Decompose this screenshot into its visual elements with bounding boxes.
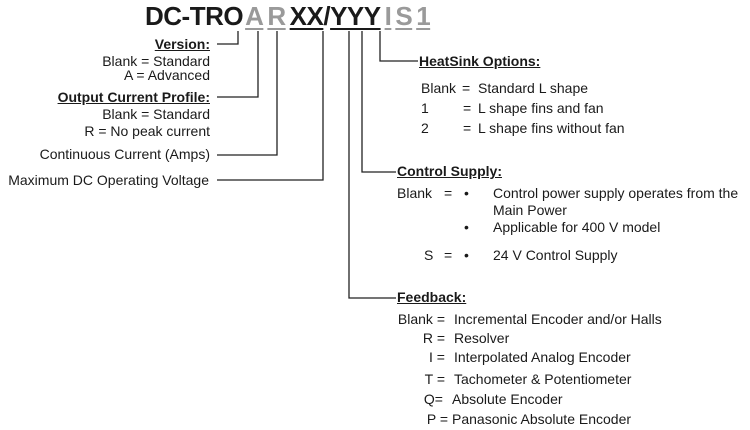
output-profile-line: Blank = Standard <box>102 106 210 122</box>
feedback-key: Blank = <box>397 311 445 327</box>
heatsink-eq: = <box>463 100 472 116</box>
control-blank-eq: = <box>444 185 453 201</box>
feedback-connector <box>348 31 396 299</box>
feedback-desc: Incremental Encoder and/or Halls <box>454 311 662 327</box>
code-continuous-current: XX <box>289 1 324 31</box>
continuous-current-label: Continuous Current (Amps) <box>39 146 210 162</box>
feedback-key: Q= <box>423 391 443 407</box>
version-connector <box>217 31 239 45</box>
feedback-key: R = <box>422 330 445 346</box>
control-blank-item: Applicable for 400 V model <box>493 219 661 235</box>
feedback-desc: Absolute Encoder <box>452 391 563 407</box>
bullet-icon: • <box>464 247 469 263</box>
code-heatsink: 1 <box>416 1 431 31</box>
control-supply-connector <box>361 31 396 173</box>
code-output-profile: R <box>267 1 286 31</box>
feedback-key: I = <box>429 349 445 365</box>
heatsink-key: 1 <box>421 100 429 116</box>
output-profile-title: Output Current Profile: <box>57 89 210 105</box>
feedback-desc: Resolver <box>454 330 510 346</box>
control-s-eq: = <box>444 247 453 263</box>
heatsink-eq: = <box>462 80 471 96</box>
continuous-current-connector <box>217 31 278 156</box>
control-blank-key: Blank <box>397 185 433 201</box>
heatsink-key: Blank <box>421 80 457 96</box>
feedback-desc: Tachometer & Potentiometer <box>454 371 632 387</box>
heatsink-desc: L shape fins and fan <box>478 100 604 116</box>
feedback-title: Feedback: <box>397 289 467 305</box>
code-feedback: I <box>384 1 392 31</box>
feedback-key: P = <box>426 411 448 427</box>
code-prefix: DC-TRO <box>145 1 244 31</box>
voltage-connector <box>217 31 324 181</box>
bullet-icon: • <box>464 185 469 201</box>
control-s-key: S <box>424 247 434 263</box>
heatsink-key: 2 <box>421 120 429 136</box>
code-slash: / <box>323 1 331 31</box>
feedback-desc: Panasonic Absolute Encoder <box>452 411 632 427</box>
heatsink-desc: L shape fins without fan <box>478 120 625 136</box>
heatsink-title: HeatSink Options: <box>419 53 541 69</box>
output-profile-line: R = No peak current <box>84 123 210 139</box>
control-blank-item: Control power supply operates from the <box>493 185 739 201</box>
control-supply-title: Control Supply: <box>397 163 502 179</box>
heatsink-connector <box>379 31 418 62</box>
version-line: A = Advanced <box>123 67 210 83</box>
max-voltage-label: Maximum DC Operating Voltage <box>8 172 209 188</box>
control-s-item: 24 V Control Supply <box>493 247 618 263</box>
heatsink-desc: Standard L shape <box>478 80 589 96</box>
code-voltage: YYY <box>330 1 381 31</box>
code-version: A <box>245 1 264 31</box>
version-title: Version: <box>154 36 210 52</box>
feedback-desc: Interpolated Analog Encoder <box>454 349 631 365</box>
code-control-supply: S <box>395 1 413 31</box>
feedback-key: T = <box>424 371 445 387</box>
control-blank-item: Main Power <box>493 202 567 218</box>
version-line: Blank = Standard <box>102 53 210 69</box>
output-profile-connector <box>217 31 259 98</box>
heatsink-eq: = <box>463 120 472 136</box>
bullet-icon: • <box>464 219 469 235</box>
